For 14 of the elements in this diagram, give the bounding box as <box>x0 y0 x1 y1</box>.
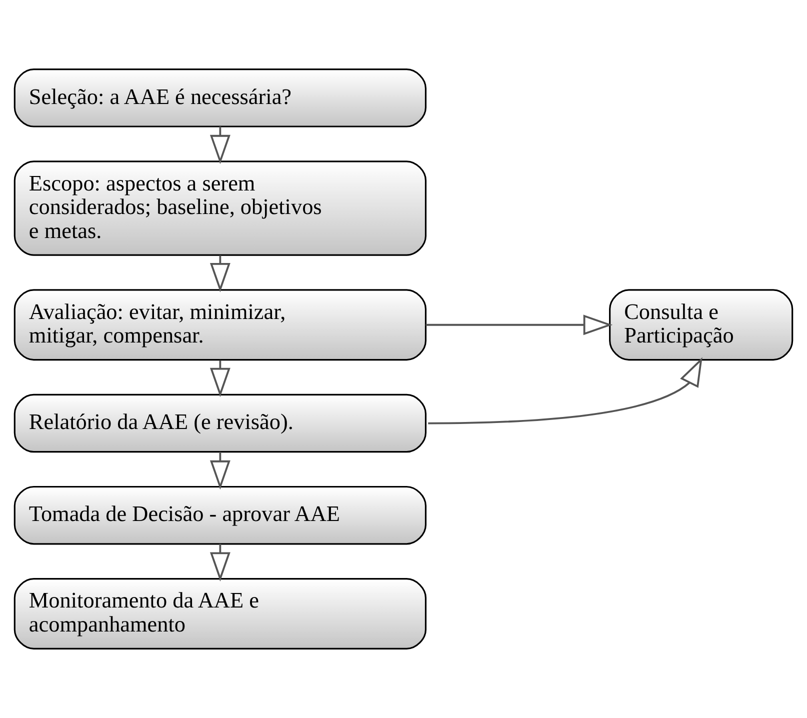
node-box: Escopo: aspectos a serem considerados; baseline, objetivos e metas. <box>14 160 427 256</box>
arrow <box>210 452 230 490</box>
node-box: Relatório da AAE (e revisão). <box>14 394 427 453</box>
node-box: Avaliação: evitar, minimizar, mitigar, compensar. <box>14 289 427 361</box>
node-box: Consulta e Participação <box>609 289 794 361</box>
node-box: Seleção: a AAE é necessária? <box>14 68 427 128</box>
arrow <box>210 360 230 398</box>
node-box: Tomada de Decisão - aprovar AAE <box>14 486 427 545</box>
arrow <box>210 126 230 164</box>
arrow <box>210 544 230 582</box>
arrow <box>426 314 613 336</box>
arrow <box>210 255 230 292</box>
node-box: Monitoramento da AAE e acompanhamento <box>14 578 427 650</box>
arrow <box>428 357 702 424</box>
